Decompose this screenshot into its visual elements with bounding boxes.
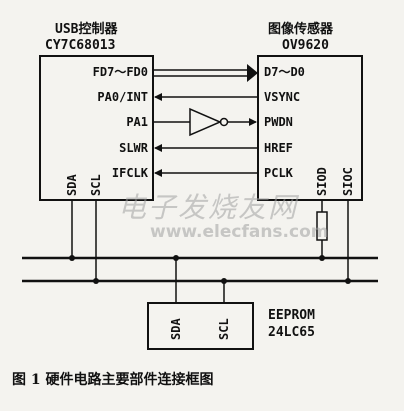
watermark-chinese: 电子发烧友网 <box>118 191 299 224</box>
sensor-pin-d: D7～D0 <box>264 65 305 79</box>
junction-dot <box>221 278 227 284</box>
junction-dot <box>319 255 325 261</box>
usb-pin-sda: SDA <box>65 174 79 196</box>
figure-caption: 图 1 硬件电路主要部件连接框图 <box>12 372 214 388</box>
sensor-pin-siod: SIOD <box>315 167 329 196</box>
sensor-pin-pclk: PCLK <box>264 166 293 180</box>
watermark-url: www.elecfans.com <box>150 222 329 242</box>
usb-pin-pa0: PA0/INT <box>97 90 148 104</box>
usb-pin-scl: SCL <box>89 174 103 196</box>
eeprom-title: EEPROM <box>268 308 315 323</box>
image-sensor-part: OV9620 <box>282 38 329 53</box>
usb-pin-pa1: PA1 <box>126 115 148 129</box>
junction-dot <box>93 278 99 284</box>
inverter-bubble <box>219 117 229 127</box>
sensor-pin-sioc: SIOC <box>341 167 355 196</box>
sensor-pin-href: HREF <box>264 141 293 155</box>
usb-pin-fd: FD7～FD0 <box>92 65 148 79</box>
usb-controller-part: CY7C68013 <box>45 38 116 53</box>
image-sensor-box <box>257 55 363 201</box>
junction-dot <box>69 255 75 261</box>
junction-dot <box>345 278 351 284</box>
inverter-icon <box>189 107 222 137</box>
usb-controller-title: USB控制器 <box>55 22 118 37</box>
eeprom-part: 24LC65 <box>268 325 315 340</box>
eeprom-pin-scl: SCL <box>217 318 231 340</box>
junction-dot <box>173 255 179 261</box>
usb-pin-ifclk: IFCLK <box>111 166 148 180</box>
data-bus-arrow <box>247 64 258 82</box>
eeprom-pin-sda: SDA <box>169 318 183 340</box>
sensor-pin-pwdn: PWDN <box>264 115 293 129</box>
image-sensor-title: 图像传感器 <box>268 22 334 37</box>
usb-pin-slwr: SLWR <box>119 141 148 155</box>
eeprom-box <box>147 302 254 350</box>
sensor-pin-vsync: VSYNC <box>264 90 301 104</box>
